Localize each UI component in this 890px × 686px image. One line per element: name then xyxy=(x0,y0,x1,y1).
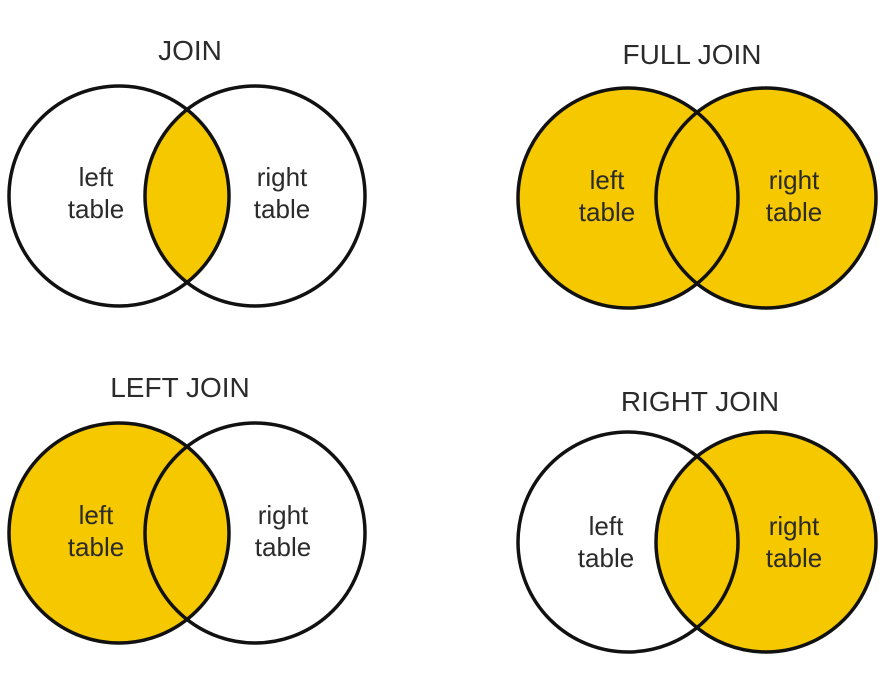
right-join-right-circle xyxy=(654,430,878,654)
right-label-line: right xyxy=(258,500,309,530)
left-join-right-circle xyxy=(143,421,367,645)
left-label-line: left xyxy=(589,511,624,541)
left-label-line: table xyxy=(578,543,634,573)
right-join-title: RIGHT JOIN xyxy=(621,386,779,417)
left-label-line: left xyxy=(79,500,114,530)
join-left-circle xyxy=(7,84,231,308)
left-join-left-circle xyxy=(7,421,231,645)
right-label-line: right xyxy=(769,165,820,195)
right-label-line: table xyxy=(766,197,822,227)
full-join-left-circle xyxy=(516,86,740,310)
full-join-right-circle xyxy=(654,86,878,310)
full-join-title: FULL JOIN xyxy=(623,39,762,70)
right-label-line: table xyxy=(255,532,311,562)
left-join-intersection-region xyxy=(145,423,229,643)
join-right-circle xyxy=(143,84,367,308)
right-join-left-circle xyxy=(516,430,740,654)
right-label-line: right xyxy=(257,162,308,192)
left-join-title: LEFT JOIN xyxy=(110,372,250,403)
right-label-line: table xyxy=(766,543,822,573)
full-join-intersection-region xyxy=(656,88,738,308)
right-join-intersection-region xyxy=(656,432,738,652)
left-label-line: left xyxy=(79,162,114,192)
left-label-line: table xyxy=(68,194,124,224)
right-label-line: right xyxy=(769,511,820,541)
left-label-line: left xyxy=(590,165,625,195)
left-label-line: table xyxy=(579,197,635,227)
join-intersection-region xyxy=(145,86,229,306)
right-label-line: table xyxy=(254,194,310,224)
left-label-line: table xyxy=(68,532,124,562)
join-title: JOIN xyxy=(158,35,222,66)
